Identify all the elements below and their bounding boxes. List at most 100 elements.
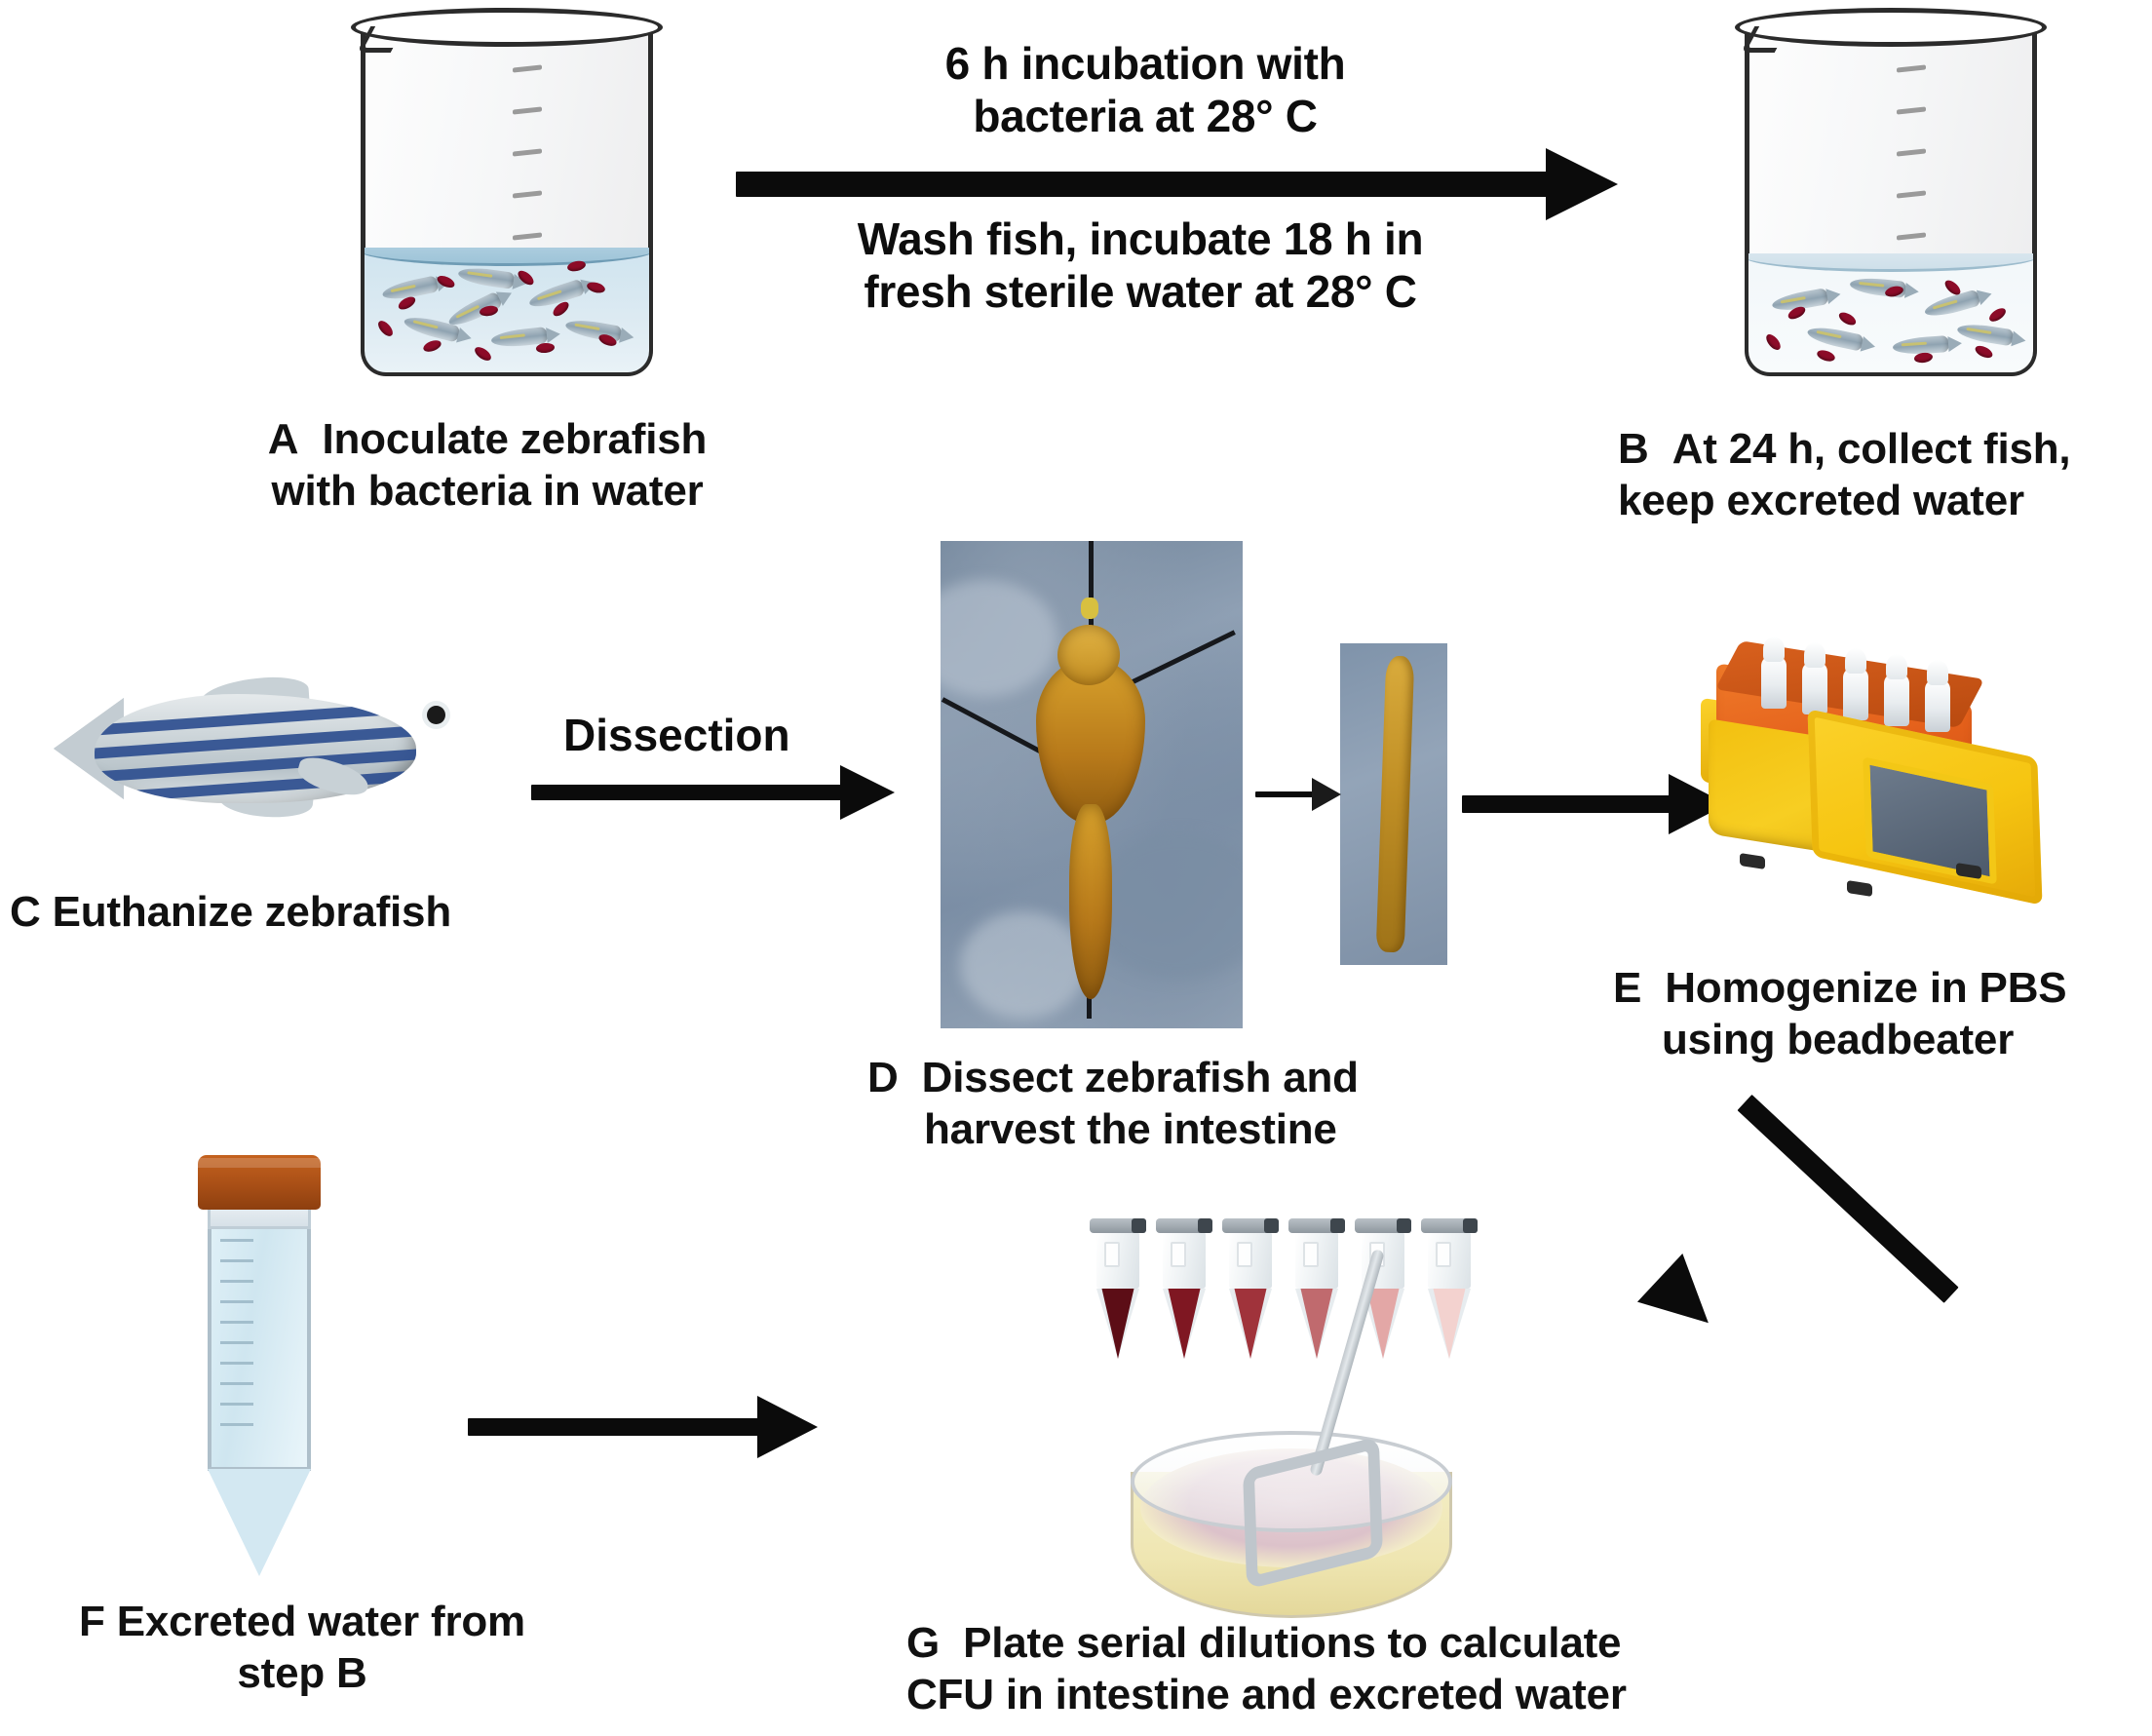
tube-body	[1096, 1232, 1139, 1289]
step-caption-c: C Euthanize zebrafish	[10, 887, 614, 939]
sample-tube	[1884, 654, 1909, 726]
beaker-graduation-ticks-b	[1897, 64, 1926, 276]
beadbeater-foot	[1847, 879, 1872, 898]
agar-plate	[1131, 1431, 1452, 1626]
arrow-shaft-intestine-to-beadbeater	[1462, 795, 1672, 813]
bacterium	[1836, 309, 1859, 328]
sample-tube	[1761, 637, 1787, 709]
zebrafish-illustration	[54, 673, 463, 838]
serial-dilution-tube-rack	[1090, 1218, 1486, 1374]
beaker-collection	[1735, 8, 2047, 376]
step-text-d-line1: Dissect zebrafish and	[921, 1054, 1359, 1101]
arrow-shaft-beadbeater-to-plate	[1737, 1094, 1959, 1303]
arrow-head-a-to-b	[1546, 148, 1618, 220]
dissected-intestine-photograph	[1340, 643, 1447, 965]
tube-body	[1428, 1232, 1471, 1289]
step-label-g: G	[906, 1619, 941, 1667]
arrow-shaft-dissection	[531, 785, 843, 800]
beaker-rim-a	[351, 8, 663, 47]
step-caption-f: F Excreted water from step B	[10, 1597, 595, 1700]
conical-tube-cap	[198, 1155, 321, 1210]
arrow-head-dissection	[840, 765, 895, 820]
step-text-a-line1: Inoculate zebrafish	[322, 415, 708, 463]
dissection-text: Dissection	[563, 710, 790, 760]
tube-lid	[1288, 1218, 1345, 1233]
bacterium	[535, 342, 556, 354]
beaker-rim-b	[1735, 8, 2047, 47]
arrow-label-wash-bottom: Wash fish, incubate 18 h in fresh steril…	[770, 212, 1511, 319]
arrow-label-line2: bacteria at 28° C	[973, 91, 1318, 142]
tube-lid	[1222, 1218, 1279, 1233]
beaker-excreted-water	[1748, 253, 2033, 372]
photo-blotch	[960, 911, 1087, 1019]
step-text-b-line1: At 24 h, collect fish,	[1672, 425, 2071, 473]
water-surface-a	[365, 248, 649, 266]
tube-body	[1163, 1232, 1206, 1289]
bacterium	[1815, 348, 1837, 364]
bacterium	[1973, 343, 1995, 361]
step-label-b: B	[1618, 425, 1649, 473]
step-text-b-line2: keep excreted water	[1618, 476, 2024, 524]
water-surface-b	[1748, 253, 2033, 272]
sample-tube	[1802, 642, 1827, 714]
agar-plate-rim	[1131, 1431, 1452, 1532]
arrow-head-beadbeater-to-plate	[1636, 1253, 1732, 1348]
arrow-label-line1: 6 h incubation with	[944, 38, 1346, 89]
step-label-f: F	[79, 1598, 105, 1645]
step-caption-a: A Inoculate zebrafish with bacteria in w…	[175, 414, 799, 518]
zebrafish-eye	[427, 706, 445, 724]
tube-lid	[1421, 1218, 1478, 1233]
step-text-e-line2: using beadbeater	[1662, 1015, 2015, 1063]
fish	[1956, 321, 2015, 347]
arrow-label-line4: fresh sterile water at 28° C	[864, 266, 1417, 318]
step-caption-e: E Homogenize in PBS using beadbeater	[1613, 963, 2152, 1066]
arrow-shaft-fish-to-intestine	[1255, 791, 1316, 797]
tube-lid	[1355, 1218, 1411, 1233]
tube-lid	[1090, 1218, 1146, 1233]
beaker-graduation-ticks-a	[513, 64, 542, 276]
bacterium	[1986, 305, 2009, 325]
arrow-shaft-water-to-plate	[468, 1418, 760, 1436]
dissection-photograph-whole-fish	[941, 541, 1243, 1028]
step-caption-g: G Plate serial dilutions to calculate CF…	[906, 1618, 1862, 1721]
conical-tube-barrel	[208, 1227, 311, 1471]
arrow-head-fish-to-intestine	[1312, 778, 1341, 811]
cell-spreader	[1242, 1248, 1491, 1590]
step-label-a: A	[267, 415, 299, 463]
conical-tube-volume-marks	[220, 1239, 253, 1444]
step-text-c-line1: Euthanize zebrafish	[52, 888, 452, 936]
photo-blotch	[941, 580, 1057, 697]
bacterium	[375, 318, 396, 339]
bacterium	[1763, 331, 1784, 353]
conical-tube-excreted-water	[190, 1155, 331, 1584]
step-text-f-line1: Excreted water from	[116, 1598, 525, 1645]
intestine-tissue	[1375, 655, 1414, 953]
beaker-inoculation	[351, 8, 663, 376]
arrow-label-incubation-top: 6 h incubation with bacteria at 28° C	[809, 37, 1481, 143]
conical-tube-tip	[208, 1469, 311, 1576]
arrow-label-line3: Wash fish, incubate 18 h in	[857, 213, 1424, 264]
sample-tube	[1843, 648, 1868, 720]
arrow-head-water-to-plate	[757, 1396, 818, 1458]
step-label-e: E	[1613, 964, 1642, 1012]
photo-blotch	[1087, 833, 1243, 980]
dissected-fish-tail	[1069, 804, 1112, 999]
step-caption-b: B At 24 h, collect fish, keep excreted w…	[1618, 424, 2152, 527]
step-text-d-line2: harvest the intestine	[924, 1104, 1337, 1153]
step-text-e-line1: Homogenize in PBS	[1665, 964, 2067, 1012]
dissected-fish-head	[1057, 625, 1120, 685]
step-text-a-line2: with bacteria in water	[271, 466, 704, 515]
step-text-g-line2: CFU in intestine and excreted water	[906, 1670, 1627, 1718]
beadbeater-foot	[1740, 852, 1765, 870]
tube-body	[1229, 1232, 1272, 1289]
arrow-shaft-a-to-b	[736, 172, 1550, 197]
bacterium	[472, 344, 494, 364]
step-text-g-line1: Plate serial dilutions to calculate	[963, 1619, 1622, 1667]
step-caption-d: D Dissect zebrafish and harvest the inte…	[867, 1053, 1511, 1156]
beaker-water-with-bacteria	[365, 248, 649, 372]
fish	[1805, 324, 1865, 352]
arrow-label-dissection: Dissection	[563, 709, 790, 761]
step-label-d: D	[867, 1054, 899, 1101]
conical-tube-neck	[208, 1206, 311, 1229]
step-text-f-line2: step B	[237, 1648, 367, 1697]
